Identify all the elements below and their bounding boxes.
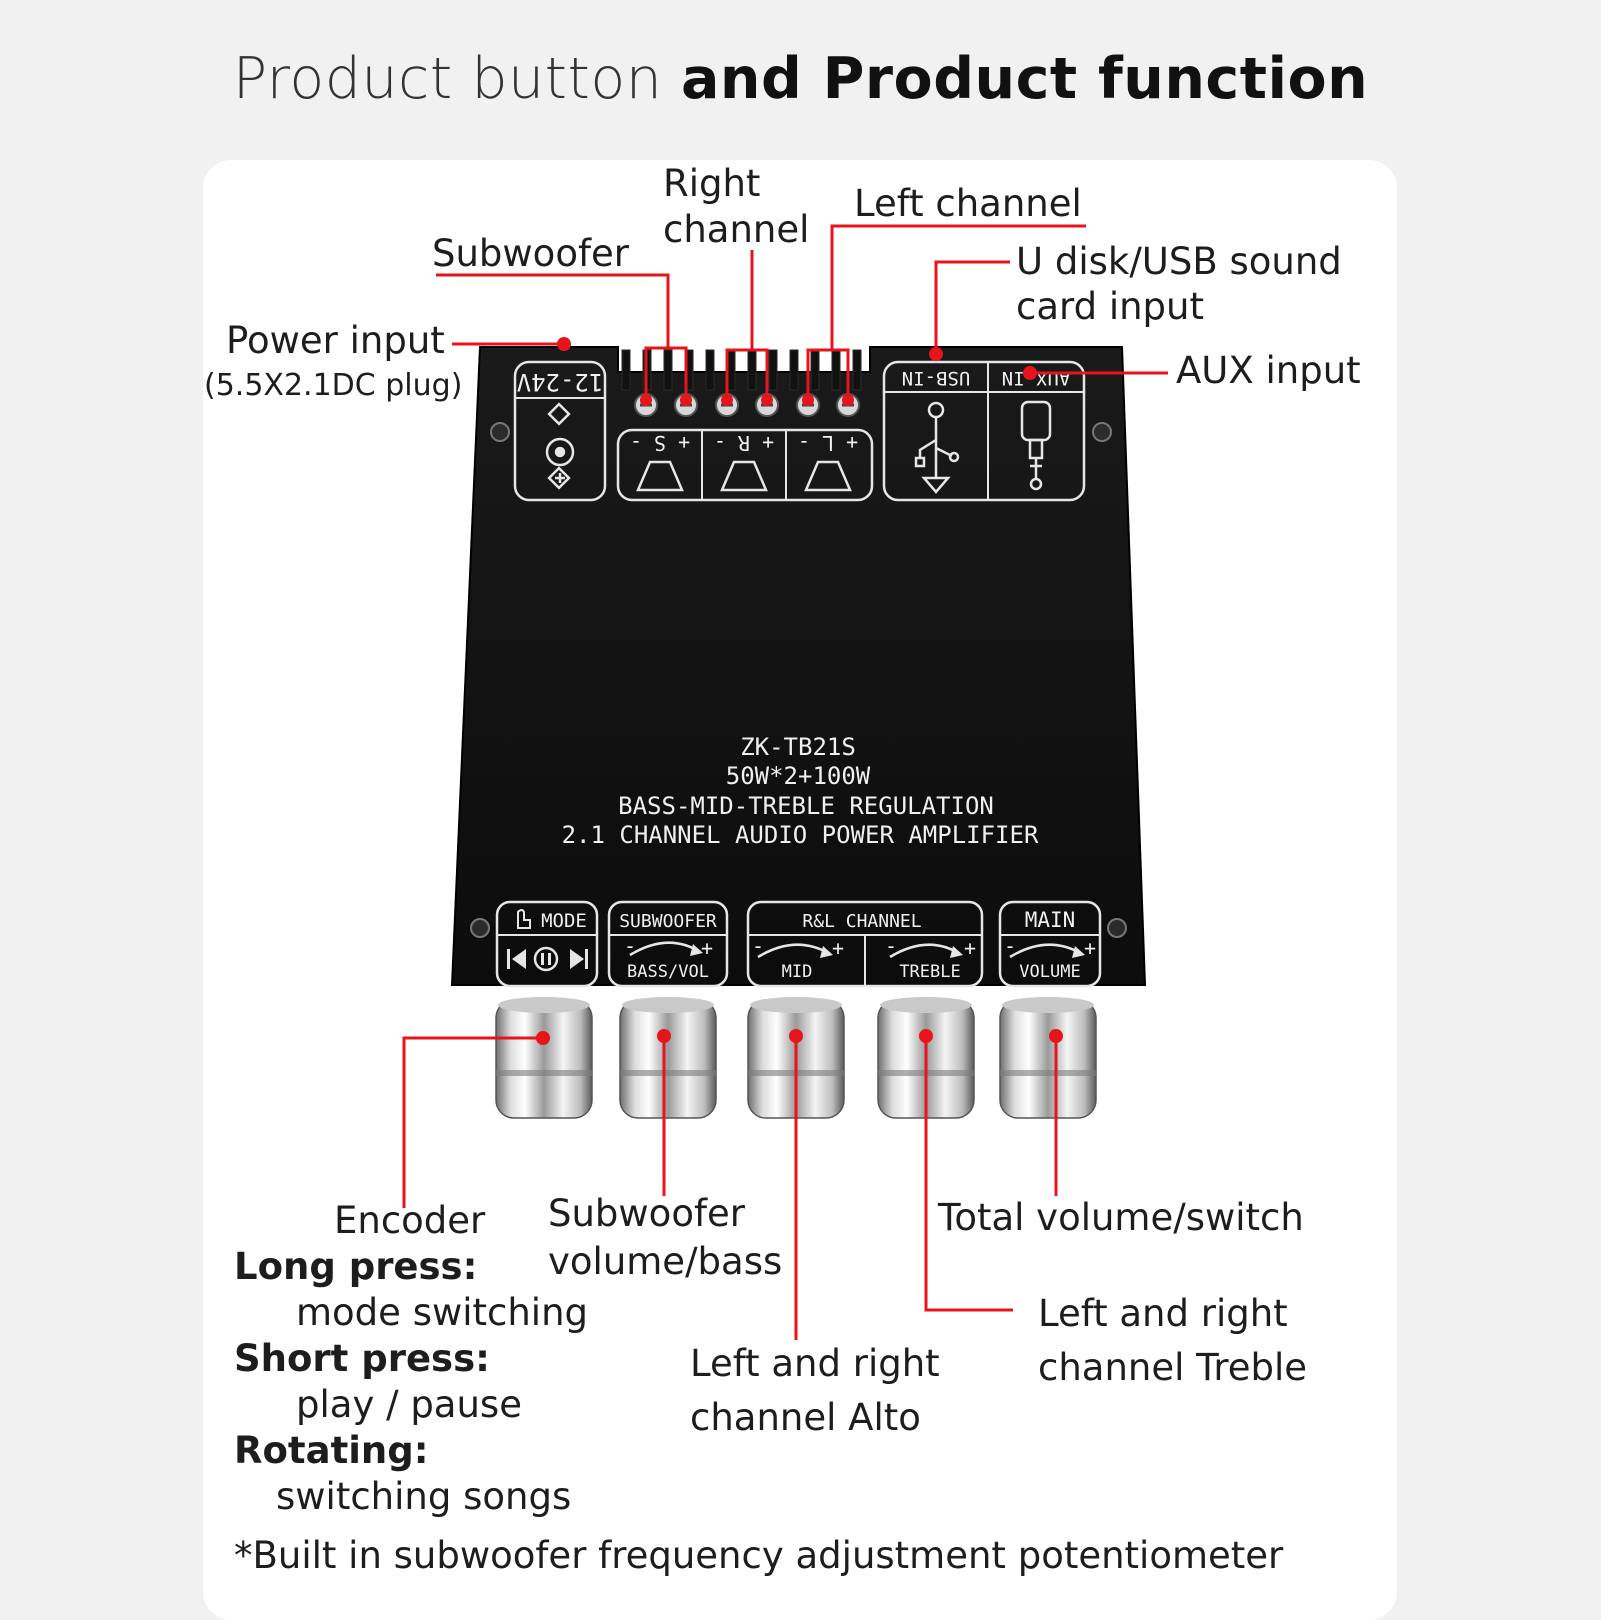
terminal-r-label: + R - [714, 431, 774, 455]
usb-icon [914, 401, 960, 494]
label-short-press: Short press: [234, 1337, 490, 1380]
title-part-1: Product button [232, 46, 663, 112]
board-power: 50W*2+100W [726, 762, 871, 790]
label-encoder: Encoder [334, 1199, 486, 1242]
plus-sign: + [964, 936, 976, 960]
plus-sign: + [1084, 936, 1096, 960]
volume-label: VOLUME [1019, 962, 1080, 982]
label-subwoofer-volume-2: volume/bass [548, 1240, 783, 1283]
play-pause-icon [533, 946, 559, 972]
dc-polarity-icon [545, 402, 575, 490]
board-description: 2.1 CHANNEL AUDIO POWER AMPLIFIER [562, 821, 1039, 849]
label-aux-input: AUX input [1176, 349, 1361, 392]
treble-label: TREBLE [899, 962, 960, 982]
prev-icon [507, 949, 526, 969]
terminal-s-label: + S - [630, 431, 690, 455]
label-treble-2: channel Treble [1038, 1346, 1308, 1389]
usb-in-label: USB-IN [902, 367, 971, 389]
label-right-channel-1: Right [663, 162, 761, 205]
board-regulation: BASS-MID-TREBLE REGULATION [618, 792, 994, 820]
leader-dots [536, 337, 1063, 1045]
dc-panel: 12-24V [513, 360, 607, 502]
label-subwoofer-volume-1: Subwoofer [548, 1192, 745, 1235]
rl-channel-label: R&L CHANNEL [802, 911, 921, 932]
minus-sign: - [885, 934, 897, 958]
title-part-2: and Product function [680, 46, 1369, 112]
speaker-icon [636, 460, 852, 492]
label-mode-switching: mode switching [296, 1291, 589, 1334]
aux-jack-icon [1020, 400, 1052, 491]
main-label: MAIN [1025, 908, 1076, 932]
mid-label: MID [782, 962, 813, 982]
minus-sign: - [1004, 934, 1016, 958]
label-subwoofer: Subwoofer [432, 232, 629, 275]
bassvol-label: BASS/VOL [627, 962, 709, 982]
board-model: ZK-TB21S [740, 733, 856, 761]
label-alto-1: Left and right [690, 1342, 940, 1385]
next-icon [570, 949, 588, 969]
label-alto-2: channel Alto [690, 1396, 921, 1439]
volume-knob[interactable] [999, 997, 1097, 1119]
control-panel: MODE SUBWOOFER - + BASS/VOL R&L CHANNEL … [495, 900, 1102, 988]
encoder-knob[interactable] [495, 997, 593, 1119]
knobs [495, 997, 1097, 1119]
terminal-l-label: + L - [798, 431, 858, 455]
label-switching-songs: switching songs [276, 1475, 572, 1518]
label-rotating: Rotating: [234, 1429, 429, 1472]
plus-sign: + [832, 936, 844, 960]
label-play-pause: play / pause [296, 1383, 522, 1426]
plus-sign: + [701, 936, 713, 960]
subwoofer-panel-label: SUBWOOFER [619, 911, 717, 932]
label-right-channel-2: channel [663, 208, 810, 251]
label-usb-1: U disk/USB sound [1016, 240, 1342, 283]
leader-lines [402, 224, 1168, 1340]
label-treble-1: Left and right [1038, 1292, 1288, 1335]
label-usb-2: card input [1016, 285, 1204, 328]
mode-label: MODE [541, 910, 587, 932]
board-print: ZK-TB21S 50W*2+100W BASS-MID-TREBLE REGU… [562, 733, 1039, 849]
label-total-volume: Total volume/switch [938, 1196, 1304, 1239]
minus-sign: - [752, 934, 764, 958]
hand-icon [517, 909, 531, 929]
page-title: Product button and Product function [0, 46, 1601, 112]
label-long-press: Long press: [234, 1245, 478, 1288]
subwoofer-knob[interactable] [619, 997, 717, 1119]
dc-voltage-label: 12-24V [517, 368, 604, 396]
label-power-plug: (5.5X2.1DC plug) [204, 368, 463, 403]
label-left-channel: Left channel [854, 182, 1082, 225]
label-power-input: Power input [226, 319, 445, 362]
minus-sign: - [624, 934, 636, 958]
footnote: *Built in subwoofer frequency adjustment… [234, 1534, 1284, 1577]
